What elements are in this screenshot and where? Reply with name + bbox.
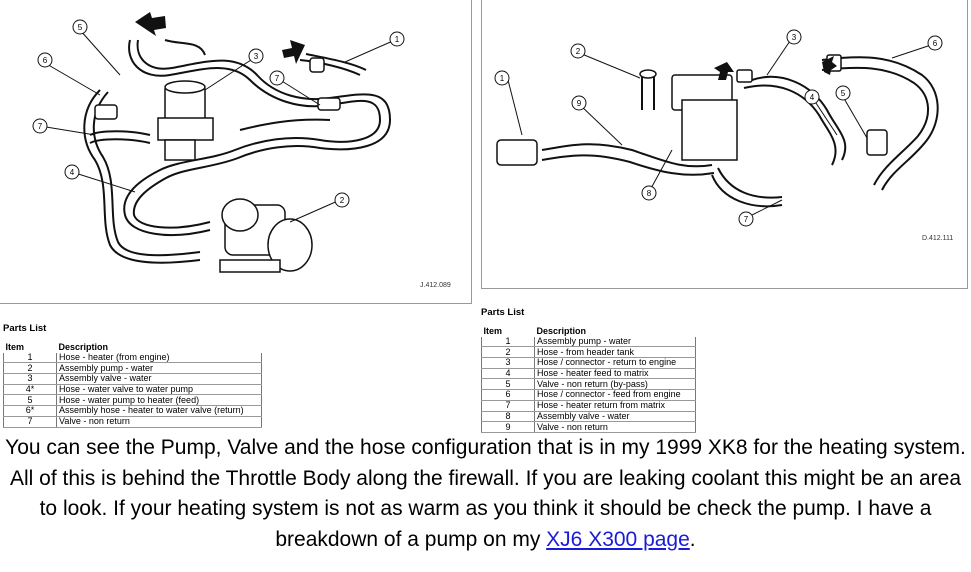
right-callout-7: 7 [744, 215, 749, 224]
left-callout-4: 4 [70, 168, 75, 177]
left-callout-7a: 7 [38, 122, 43, 131]
right-callout-3: 3 [792, 33, 797, 42]
right-parts-title: Parts List [481, 307, 525, 318]
left-callout-1: 1 [395, 35, 400, 44]
left-callout-badges: 5 6 7 4 3 7 1 2 [32, 19, 405, 208]
left-parts-title: Parts List [3, 323, 47, 334]
right-col-item: Item [483, 326, 503, 337]
right-callout-9: 9 [577, 99, 582, 108]
right-col-desc: Description [536, 326, 587, 337]
xj6-x300-page-link[interactable]: XJ6 X300 page [546, 527, 690, 551]
left-col-item: Item [5, 342, 25, 353]
left-callout-7b: 7 [275, 74, 280, 83]
right-diagram-drawing: 1 2 3 4 5 6 7 8 9 [494, 29, 943, 227]
table-row: 6*Assembly hose - heater to water valve … [3, 405, 262, 417]
left-diagram-drawing: 5 6 7 4 3 7 1 2 [32, 12, 405, 273]
left-callout-5: 5 [78, 23, 83, 32]
left-col-desc: Description [58, 342, 109, 353]
right-hose-diagram: 1 2 3 4 5 6 7 8 9 D.412.111 [481, 0, 968, 289]
right-callout-5: 5 [841, 89, 846, 98]
caption-end: . [689, 527, 696, 551]
left-drawing-id: J.412.089 [420, 282, 451, 289]
left-callout-6: 6 [43, 56, 48, 65]
right-drawing-id: D.412.111 [922, 235, 954, 242]
table-row: 4*Hose - water valve to water pump [3, 384, 262, 396]
right-callout-6: 6 [933, 39, 938, 48]
left-callout-3: 3 [254, 52, 259, 61]
caption-text: You can see the Pump, Valve and the hose… [5, 436, 966, 551]
right-callout-1: 1 [500, 74, 505, 83]
left-hose-diagram: 5 6 7 4 3 7 1 2 J.412.089 [0, 0, 472, 304]
right-callout-4: 4 [810, 93, 815, 102]
caption-paragraph: You can see the Pump, Valve and the hose… [0, 433, 971, 555]
right-callout-8: 8 [647, 189, 652, 198]
left-callout-2: 2 [340, 196, 345, 205]
right-callout-2: 2 [576, 47, 581, 56]
